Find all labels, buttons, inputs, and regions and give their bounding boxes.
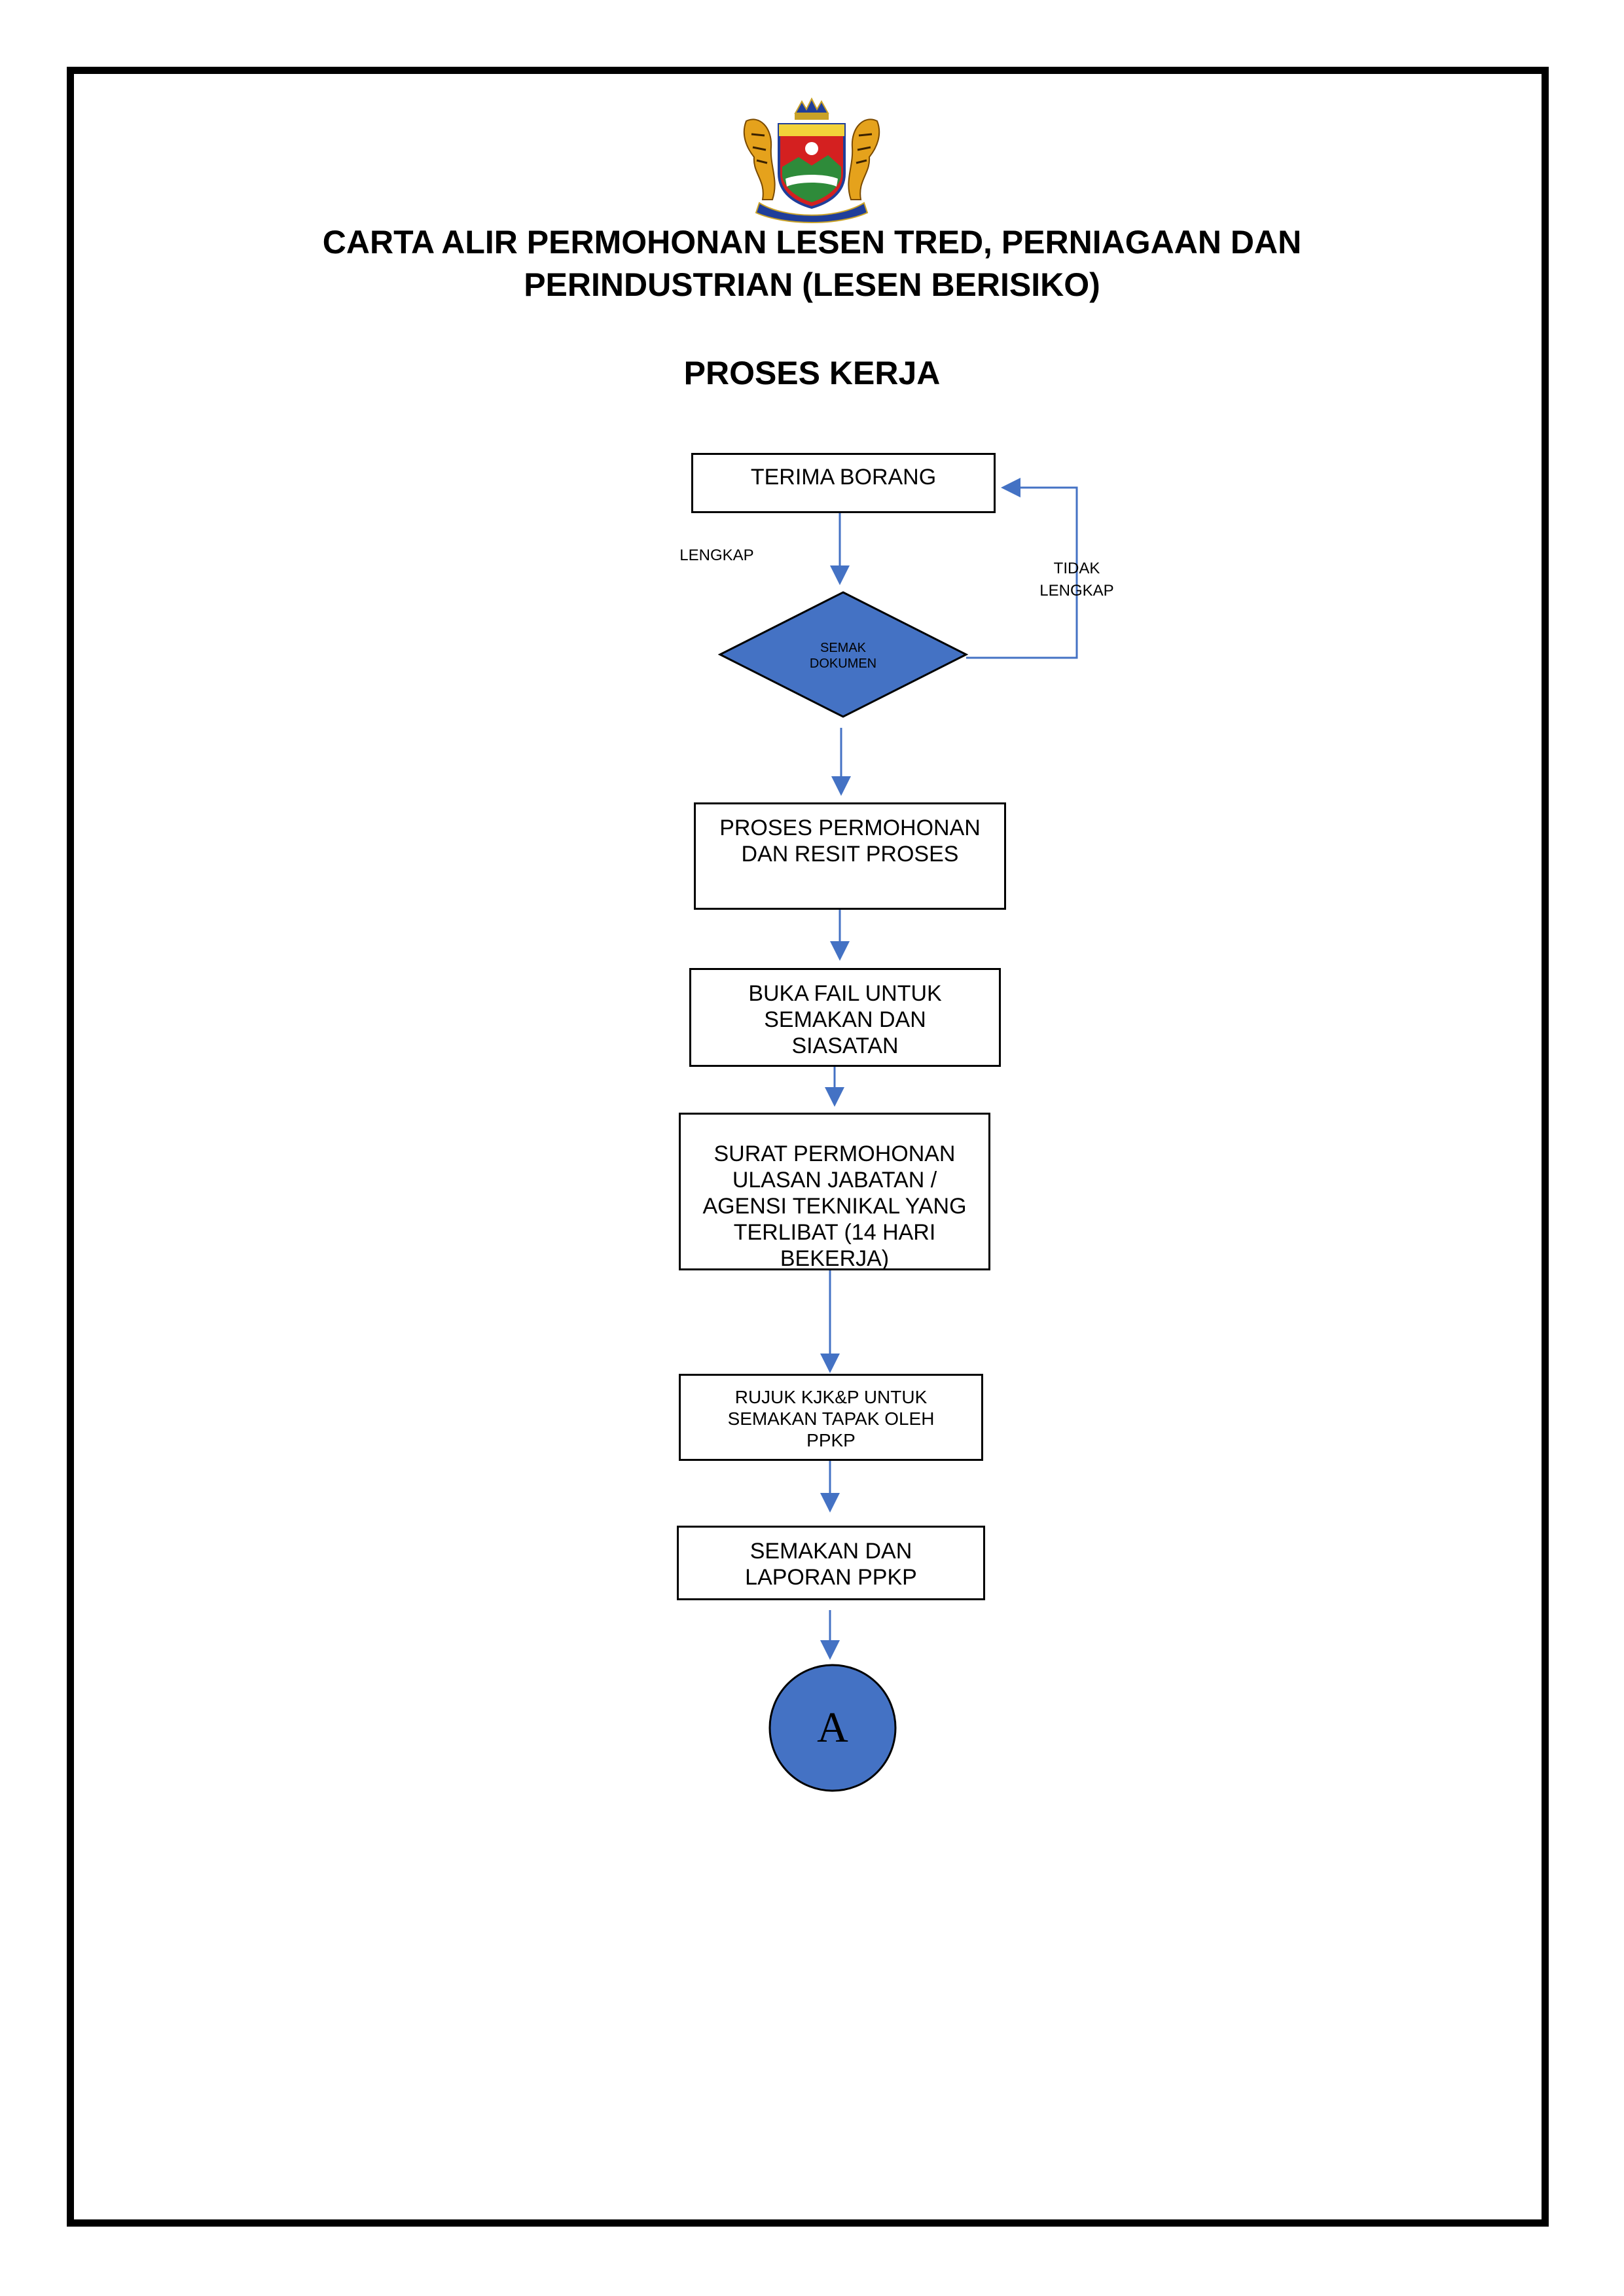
buka-fail-line-2: SEMAKAN DAN <box>764 1007 926 1032</box>
buka-fail-line-3: SIASATAN <box>791 1033 899 1058</box>
semak-dokumen-decision <box>717 591 969 718</box>
semak-dokumen-label: SEMAK DOKUMEN <box>778 640 909 672</box>
terima-borang-box: TERIMA BORANG <box>691 453 996 513</box>
arrow-tidak-lengkap-loop <box>966 478 1078 659</box>
document-title-line-2: PERINDUSTRIAN (LESEN BERISIKO) <box>524 266 1100 303</box>
surat-line-1: SURAT PERMOHONAN <box>713 1141 956 1166</box>
semak-line-2: DOKUMEN <box>809 656 877 671</box>
section-subtitle: PROSES KERJA <box>683 355 941 391</box>
proses-line-1: PROSES PERMOHONAN <box>719 816 981 840</box>
rujuk-line-1: RUJUK KJK&P UNTUK <box>734 1387 928 1407</box>
tidak-lengkap-line-1: TIDAK <box>1053 560 1100 577</box>
semakan-laporan-box: SEMAKAN DAN LAPORAN PPKP <box>677 1526 985 1600</box>
surat-line-4: TERLIBAT (14 HARI <box>733 1220 936 1245</box>
surat-line-5: BEKERJA) <box>780 1246 890 1270</box>
tidak-lengkap-label: TIDAK LENGKAP <box>1028 558 1126 602</box>
state-crest-logo <box>743 97 880 223</box>
buka-fail-line-1: BUKA FAIL UNTUK <box>748 981 942 1006</box>
page-border <box>67 67 1549 2227</box>
tidak-lengkap-line-2: LENGKAP <box>1039 582 1114 600</box>
surat-line-3: AGENSI TEKNIKAL YANG <box>702 1194 967 1219</box>
rujuk-line-3: PPKP <box>806 1430 856 1450</box>
buka-fail-box: BUKA FAIL UNTUK SEMAKAN DAN SIASATAN <box>689 968 1001 1067</box>
proses-line-2: DAN RESIT PROSES <box>741 842 959 867</box>
rujuk-kjkp-box: RUJUK KJK&P UNTUK SEMAKAN TAPAK OLEH PPK… <box>679 1374 983 1461</box>
rujuk-line-2: SEMAKAN TAPAK OLEH <box>727 1408 935 1429</box>
connector-a-label: A <box>817 1704 848 1751</box>
terima-borang-label: TERIMA BORANG <box>750 465 937 490</box>
surat-line-2: ULASAN JABATAN / <box>732 1168 937 1193</box>
surat-permohonan-box: SURAT PERMOHONAN ULASAN JABATAN / AGENSI… <box>679 1113 990 1270</box>
semakan-line-1: SEMAKAN DAN <box>749 1539 912 1564</box>
semak-line-1: SEMAK <box>820 641 867 655</box>
document-title-line-1: CARTA ALIR PERMOHONAN LESEN TRED, PERNIA… <box>322 224 1302 260</box>
semakan-line-2: LAPORAN PPKP <box>745 1565 917 1590</box>
lengkap-label: LENGKAP <box>679 547 754 564</box>
connector-a-circle <box>768 1664 897 1792</box>
proses-permohonan-box: PROSES PERMOHONAN DAN RESIT PROSES <box>694 802 1006 910</box>
